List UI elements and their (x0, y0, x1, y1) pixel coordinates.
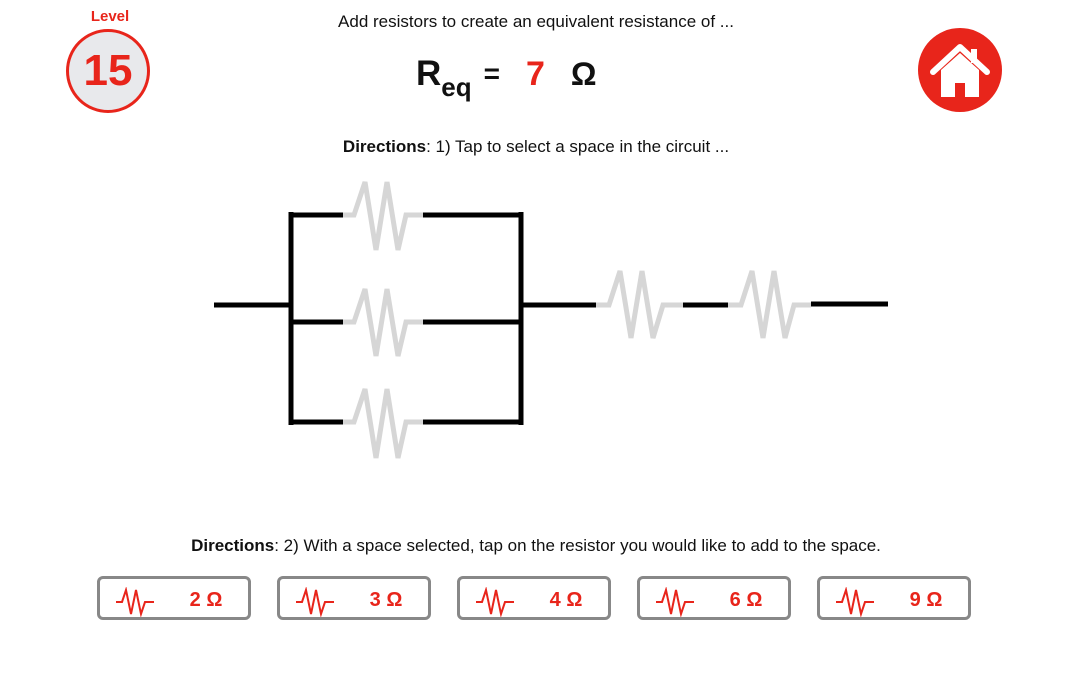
resistor-value-label: 3 Ω (369, 589, 403, 611)
prompt-text: Add resistors to create an equivalent re… (338, 12, 734, 31)
home-icon (930, 44, 990, 97)
empty-slot-series-1[interactable] (596, 270, 683, 339)
home-button[interactable] (918, 28, 1002, 112)
resistor-icon (656, 587, 694, 617)
resistor-button-2-ohm[interactable]: 2 Ω (97, 576, 251, 620)
empty-slot-parallel-1[interactable] (343, 181, 423, 251)
resistor-icon (836, 587, 874, 617)
req-subscript: eq (441, 72, 472, 102)
directions-2-heading: Directions (191, 536, 275, 555)
directions-2-text: : 2) With a space selected, tap on the r… (274, 536, 881, 555)
empty-slot-parallel-2[interactable] (343, 288, 423, 357)
directions-step-2: Directions: 2) With a space selected, ta… (0, 536, 1072, 556)
level-number: 15 (83, 46, 133, 95)
level-badge: 15 (66, 29, 150, 113)
resistor-icon (296, 587, 334, 617)
empty-slot-series-2[interactable] (728, 270, 811, 339)
resistor-button-6-ohm[interactable]: 6 Ω (637, 576, 791, 620)
resistor-value-label: 2 Ω (189, 589, 223, 611)
req-value: 7 (525, 55, 545, 93)
directions-step-1: Directions: 1) Tap to select a space in … (0, 137, 1072, 157)
resistor-button-3-ohm[interactable]: 3 Ω (277, 576, 431, 620)
resistor-icon (476, 587, 514, 617)
directions-1-heading: Directions (342, 137, 427, 156)
resistor-icon (116, 587, 154, 617)
circuit-wires (214, 212, 888, 425)
resistor-button-9-ohm[interactable]: 9 Ω (817, 576, 971, 620)
target-resistance: R eq = 7 Ω (416, 52, 597, 102)
level-label: Level (90, 8, 130, 25)
resistor-value-label: 4 Ω (549, 589, 583, 611)
empty-slot-parallel-3[interactable] (343, 388, 423, 459)
directions-1-text: : 1) Tap to select a space in the circui… (426, 137, 730, 156)
resistor-value-label: 9 Ω (909, 589, 943, 611)
req-equals: = (483, 58, 500, 89)
req-symbol: R (416, 54, 442, 93)
resistor-button-4-ohm[interactable]: 4 Ω (457, 576, 611, 620)
resistor-value-label: 6 Ω (729, 589, 763, 611)
req-unit: Ω (570, 56, 597, 92)
